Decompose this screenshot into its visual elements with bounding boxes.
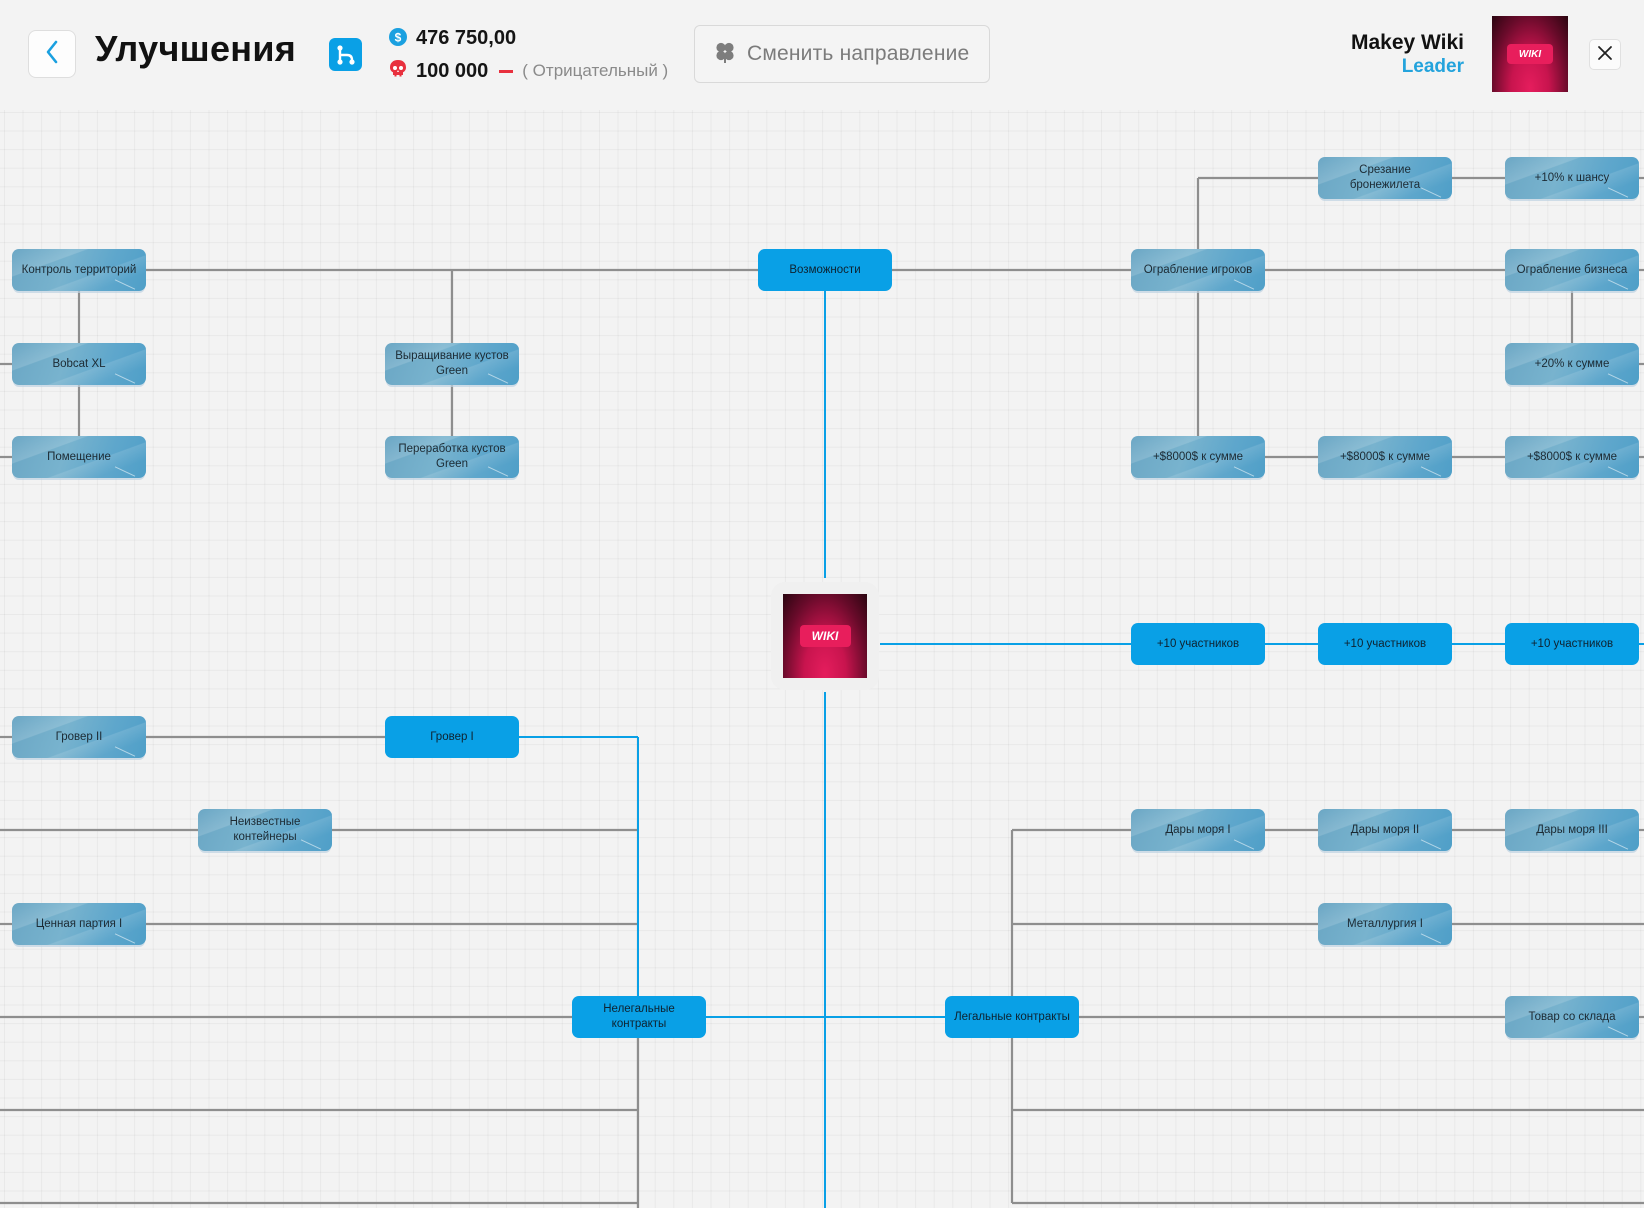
- node-label: +10 участников: [1343, 637, 1427, 650]
- svg-text:$: $: [395, 30, 402, 44]
- tree-node-legalnye-kontrakty[interactable]: Легальные контракты: [945, 996, 1079, 1038]
- avatar-wiki-logo: WIKI: [1507, 44, 1553, 64]
- tree-node-grover-2[interactable]: Гровер II: [12, 716, 146, 758]
- tree-node-ograblenie-igrokov[interactable]: Ограбление игроков: [1131, 249, 1265, 291]
- tree-node-summa-8000-2[interactable]: +$8000$ к сумме: [1318, 436, 1452, 478]
- negative-dash-icon: [499, 69, 514, 73]
- node-label: Дары моря II: [1350, 823, 1420, 836]
- tree-node-bobcat-xl[interactable]: Bobcat XL: [12, 343, 146, 385]
- node-label: Возможности: [789, 263, 861, 276]
- back-button[interactable]: [28, 30, 76, 78]
- tree-node-uchastniki-2[interactable]: +10 участников: [1318, 623, 1452, 665]
- tree-node-srezanie[interactable]: Срезание бронежилета: [1318, 157, 1452, 199]
- node-label: +10 участников: [1156, 637, 1240, 650]
- close-icon: [1597, 45, 1613, 65]
- tree-node-pomeshenie[interactable]: Помещение: [12, 436, 146, 478]
- node-label: Гровер II: [55, 730, 103, 743]
- node-label: Дары моря III: [1536, 823, 1608, 836]
- tree-node-nelegalnye-kontrakty[interactable]: Нелегальные контракты: [572, 996, 706, 1038]
- clover-icon: [713, 40, 737, 68]
- node-label: +$8000$ к сумме: [1152, 450, 1244, 463]
- tree-node-metallurgiya[interactable]: Металлургия I: [1318, 903, 1452, 945]
- tree-node-uchastniki-3[interactable]: +10 участников: [1505, 623, 1639, 665]
- change-direction-label: Сменить направление: [747, 42, 970, 65]
- node-label: Ценная партия I: [35, 917, 123, 930]
- dollar-coin-icon: $: [389, 27, 407, 50]
- node-label: Срезание бронежилета: [1349, 164, 1421, 191]
- node-label: Переработка кустов Green: [398, 443, 506, 470]
- node-label: +20% к сумме: [1534, 357, 1610, 370]
- center-node-frame: WIKI: [771, 582, 879, 690]
- node-label: Дары моря I: [1165, 823, 1231, 836]
- node-label: Ограбление бизнеса: [1516, 263, 1628, 276]
- node-label: +$8000$ к сумме: [1339, 450, 1431, 463]
- tree-node-kontrol-territoriy[interactable]: Контроль территорий: [12, 249, 146, 291]
- tree-node-vozmozhnosti[interactable]: Возможности: [758, 249, 892, 291]
- tree-node-shans-10[interactable]: +10% к шансу: [1505, 157, 1639, 199]
- center-organization-logo[interactable]: WIKI: [783, 594, 867, 678]
- tree-node-cennaya-partiya[interactable]: Ценная партия I: [12, 903, 146, 945]
- node-label: Гровер I: [430, 730, 474, 743]
- node-label: +10 участников: [1530, 637, 1614, 650]
- center-wiki-badge: WIKI: [799, 625, 851, 647]
- user-role: Leader: [1401, 56, 1464, 77]
- tree-node-summa-8000-3[interactable]: +$8000$ к сумме: [1505, 436, 1639, 478]
- node-label: Bobcat XL: [52, 357, 106, 370]
- money-stat: $ 476 750,00: [389, 27, 516, 50]
- money-value: 476 750,00: [416, 27, 517, 49]
- tree-node-summa-20[interactable]: +20% к сумме: [1505, 343, 1639, 385]
- node-label: Неизвестные контейнеры: [229, 816, 301, 843]
- node-label: Металлургия I: [1347, 917, 1423, 930]
- tree-node-dary-morya-1[interactable]: Дары моря I: [1131, 809, 1265, 851]
- node-label: Помещение: [47, 450, 111, 463]
- tree-node-tovar-so-sklada[interactable]: Товар со склада: [1505, 996, 1639, 1038]
- tree-node-uchastniki-1[interactable]: +10 участников: [1131, 623, 1265, 665]
- tree-node-summa-8000-1[interactable]: +$8000$ к сумме: [1131, 436, 1265, 478]
- reputation-stat: 100 000 ( Отрицательный ): [389, 59, 668, 83]
- user-name: Makey Wiki: [1350, 31, 1464, 54]
- node-label: Нелегальные контракты: [603, 1003, 675, 1030]
- skull-icon: [389, 59, 407, 83]
- tree-node-neizvestnye-konteynery[interactable]: Неизвестные контейнеры: [198, 809, 332, 851]
- reputation-value: 100 000: [416, 59, 489, 82]
- node-label: Товар со склада: [1528, 1010, 1616, 1023]
- node-label: Контроль территорий: [21, 263, 137, 276]
- node-label: Выращивание кустов Green: [395, 350, 509, 377]
- change-direction-button[interactable]: Сменить направление: [694, 25, 990, 83]
- node-label: +$8000$ к сумме: [1526, 450, 1618, 463]
- node-label: Ограбление игроков: [1143, 263, 1253, 276]
- tree-node-vyrashivanie[interactable]: Выращивание кустов Green: [385, 343, 519, 385]
- page-title: Улучшения: [95, 28, 297, 69]
- chevron-left-icon: [45, 40, 59, 68]
- branch-tree-icon[interactable]: [329, 38, 362, 71]
- tree-node-dary-morya-2[interactable]: Дары моря II: [1318, 809, 1452, 851]
- tree-node-pererabotka[interactable]: Переработка кустов Green: [385, 436, 519, 478]
- node-label: Легальные контракты: [954, 1010, 1070, 1023]
- node-label: +10% к шансу: [1534, 171, 1610, 184]
- avatar[interactable]: WIKI: [1492, 16, 1568, 92]
- tree-node-grover-1[interactable]: Гровер I: [385, 716, 519, 758]
- close-button[interactable]: [1589, 39, 1621, 70]
- tree-node-dary-morya-3[interactable]: Дары моря III: [1505, 809, 1639, 851]
- tree-node-ograblenie-biznesa[interactable]: Ограбление бизнеса: [1505, 249, 1639, 291]
- reputation-type: ( Отрицательный ): [522, 61, 669, 80]
